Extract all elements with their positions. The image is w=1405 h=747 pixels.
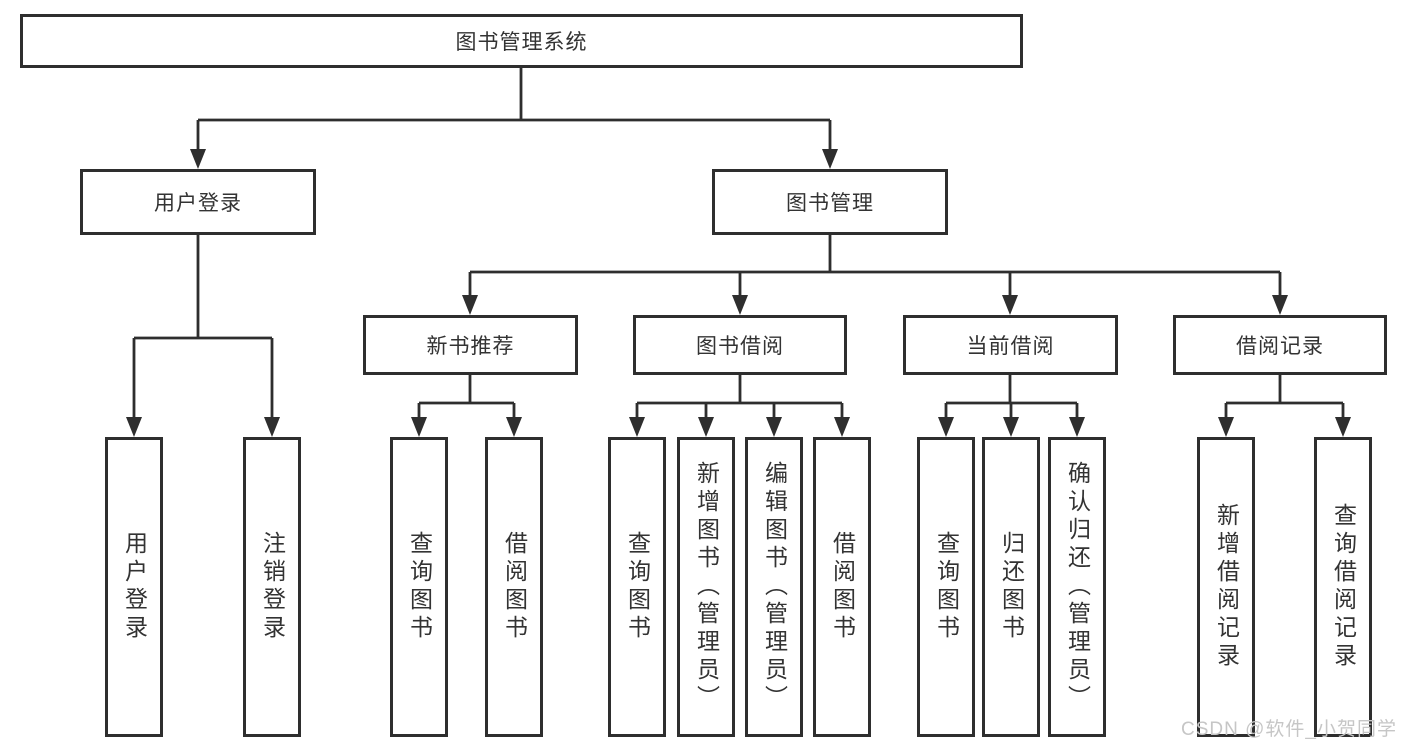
leaf-edit-books-admin: 编辑图书（管理员） — [745, 437, 803, 737]
leaf-confirm-return-admin-label: 确认归还（管理员） — [1064, 461, 1091, 713]
node-current-borrowing: 当前借阅 — [903, 315, 1118, 375]
node-book-borrowing-label: 图书借阅 — [696, 335, 784, 358]
leaf-user-login-label: 用户登录 — [121, 531, 148, 643]
leaf-query-books-recommend: 查询图书 — [390, 437, 448, 737]
node-current-borrowing-label: 当前借阅 — [966, 335, 1055, 358]
node-user-login-label: 用户登录 — [154, 192, 242, 215]
leaf-add-borrow-record: 新增借阅记录 — [1197, 437, 1255, 737]
node-user-login: 用户登录 — [80, 169, 316, 235]
leaf-logout: 注销登录 — [243, 437, 301, 737]
node-borrowing-records: 借阅记录 — [1173, 315, 1387, 375]
leaf-query-books-current-label: 查询图书 — [933, 531, 960, 643]
leaf-add-borrow-record-label: 新增借阅记录 — [1213, 503, 1240, 671]
node-root-label: 图书管理系统 — [455, 31, 588, 54]
leaf-return-books: 归还图书 — [982, 437, 1040, 737]
leaf-logout-label: 注销登录 — [259, 531, 286, 643]
leaf-query-borrow-record: 查询借阅记录 — [1314, 437, 1372, 737]
node-book-management: 图书管理 — [712, 169, 948, 235]
node-root-system: 图书管理系统 — [20, 14, 1023, 68]
node-book-management-label: 图书管理 — [786, 192, 874, 215]
node-borrowing-records-label: 借阅记录 — [1236, 335, 1324, 358]
node-new-book-recommendation-label: 新书推荐 — [426, 335, 515, 358]
leaf-query-books-borrowing: 查询图书 — [608, 437, 666, 737]
leaf-borrow-books-borrowing: 借阅图书 — [813, 437, 871, 737]
leaf-add-books-admin: 新增图书（管理员） — [677, 437, 735, 737]
leaf-confirm-return-admin: 确认归还（管理员） — [1048, 437, 1106, 737]
leaf-borrow-books-borrowing-label: 借阅图书 — [829, 531, 856, 643]
leaf-query-books-borrowing-label: 查询图书 — [624, 531, 651, 643]
leaf-return-books-label: 归还图书 — [998, 531, 1025, 643]
leaf-query-books-current: 查询图书 — [917, 437, 975, 737]
leaf-borrow-books-recommend-label: 借阅图书 — [501, 531, 528, 643]
leaf-add-books-admin-label: 新增图书（管理员） — [693, 461, 720, 713]
leaf-edit-books-admin-label: 编辑图书（管理员） — [761, 461, 788, 713]
leaf-query-books-recommend-label: 查询图书 — [406, 531, 433, 643]
leaf-user-login: 用户登录 — [105, 437, 163, 737]
csdn-watermark: CSDN @软件_小贺同学 — [1181, 719, 1397, 740]
leaf-query-borrow-record-label: 查询借阅记录 — [1330, 503, 1357, 671]
node-book-borrowing: 图书借阅 — [633, 315, 847, 375]
node-new-book-recommendation: 新书推荐 — [363, 315, 578, 375]
leaf-borrow-books-recommend: 借阅图书 — [485, 437, 543, 737]
